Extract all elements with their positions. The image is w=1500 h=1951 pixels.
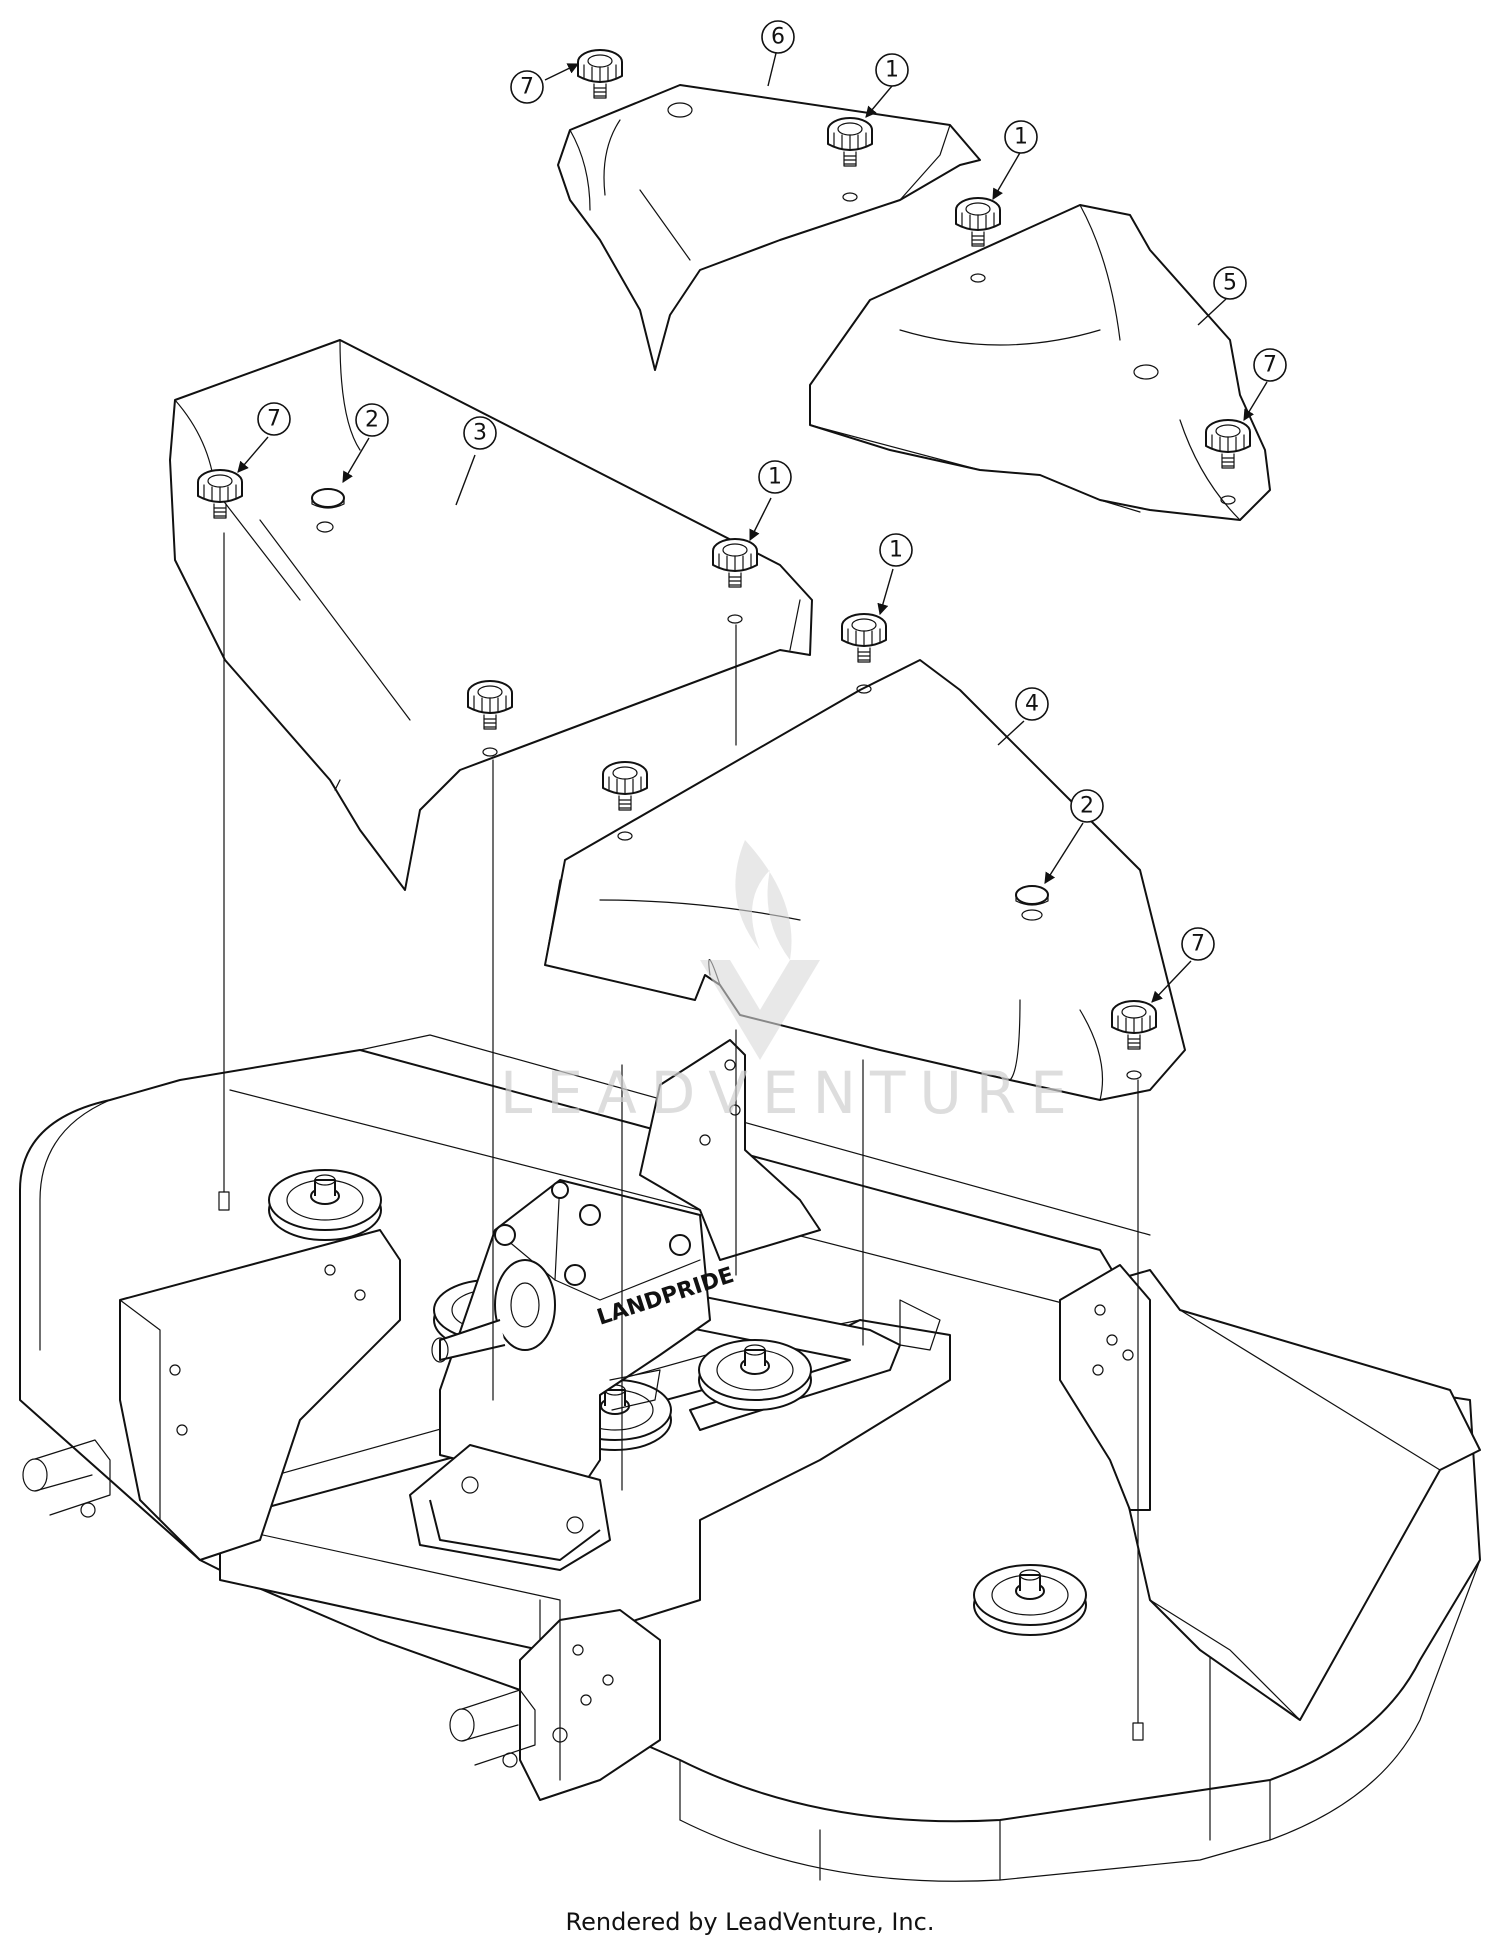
right-pulley: [973, 1564, 1087, 1636]
svg-text:3: 3: [473, 421, 487, 446]
svg-text:2: 2: [365, 408, 379, 433]
svg-text:7: 7: [1263, 353, 1277, 378]
svg-text:7: 7: [1191, 932, 1205, 957]
callout-5: 5: [1213, 266, 1247, 300]
svg-text:5: 5: [1223, 271, 1237, 296]
svg-text:1: 1: [889, 538, 903, 563]
callout-7-d: 7: [1181, 927, 1215, 961]
rear-bracket: [639, 1039, 821, 1261]
belt-cover-6: [557, 84, 981, 371]
callout-2-a: 2: [355, 403, 389, 437]
svg-text:6: 6: [771, 25, 785, 50]
assembly-lines: [223, 532, 1139, 1724]
mower-deck: [19, 1034, 1481, 1882]
callout-7-a: 7: [510, 70, 544, 104]
callout-1-d: 1: [879, 533, 913, 567]
watermark: LEADVENTURE: [500, 840, 1081, 1127]
callout-1-b: 1: [1004, 120, 1038, 154]
svg-text:1: 1: [768, 465, 782, 490]
footer-credit: Rendered by LeadVenture, Inc.: [565, 1908, 935, 1936]
belt-cover-4: [544, 659, 1186, 1101]
callout-7-b: 7: [1253, 348, 1287, 382]
belt-cover-5: [809, 204, 1271, 521]
svg-text:7: 7: [267, 407, 281, 432]
hole-plugs: [311, 488, 1049, 921]
callout-1-a: 1: [875, 53, 909, 87]
callout-2-b: 2: [1070, 789, 1104, 823]
belt-cover-3: [169, 339, 813, 891]
svg-text:1: 1: [885, 58, 899, 83]
callout-7-c: 7: [257, 402, 291, 436]
callout-6: 6: [761, 20, 795, 54]
callout-1-c: 1: [758, 460, 792, 494]
callout-4: 4: [1015, 687, 1049, 721]
left-pulley: [268, 1169, 382, 1241]
svg-text:2: 2: [1080, 794, 1094, 819]
watermark-text: LEADVENTURE: [500, 1059, 1081, 1127]
svg-text:4: 4: [1025, 692, 1039, 717]
callout-3: 3: [463, 416, 497, 450]
callout-leaders: [237, 44, 1268, 1003]
svg-text:7: 7: [520, 75, 534, 100]
svg-text:1: 1: [1014, 125, 1028, 150]
